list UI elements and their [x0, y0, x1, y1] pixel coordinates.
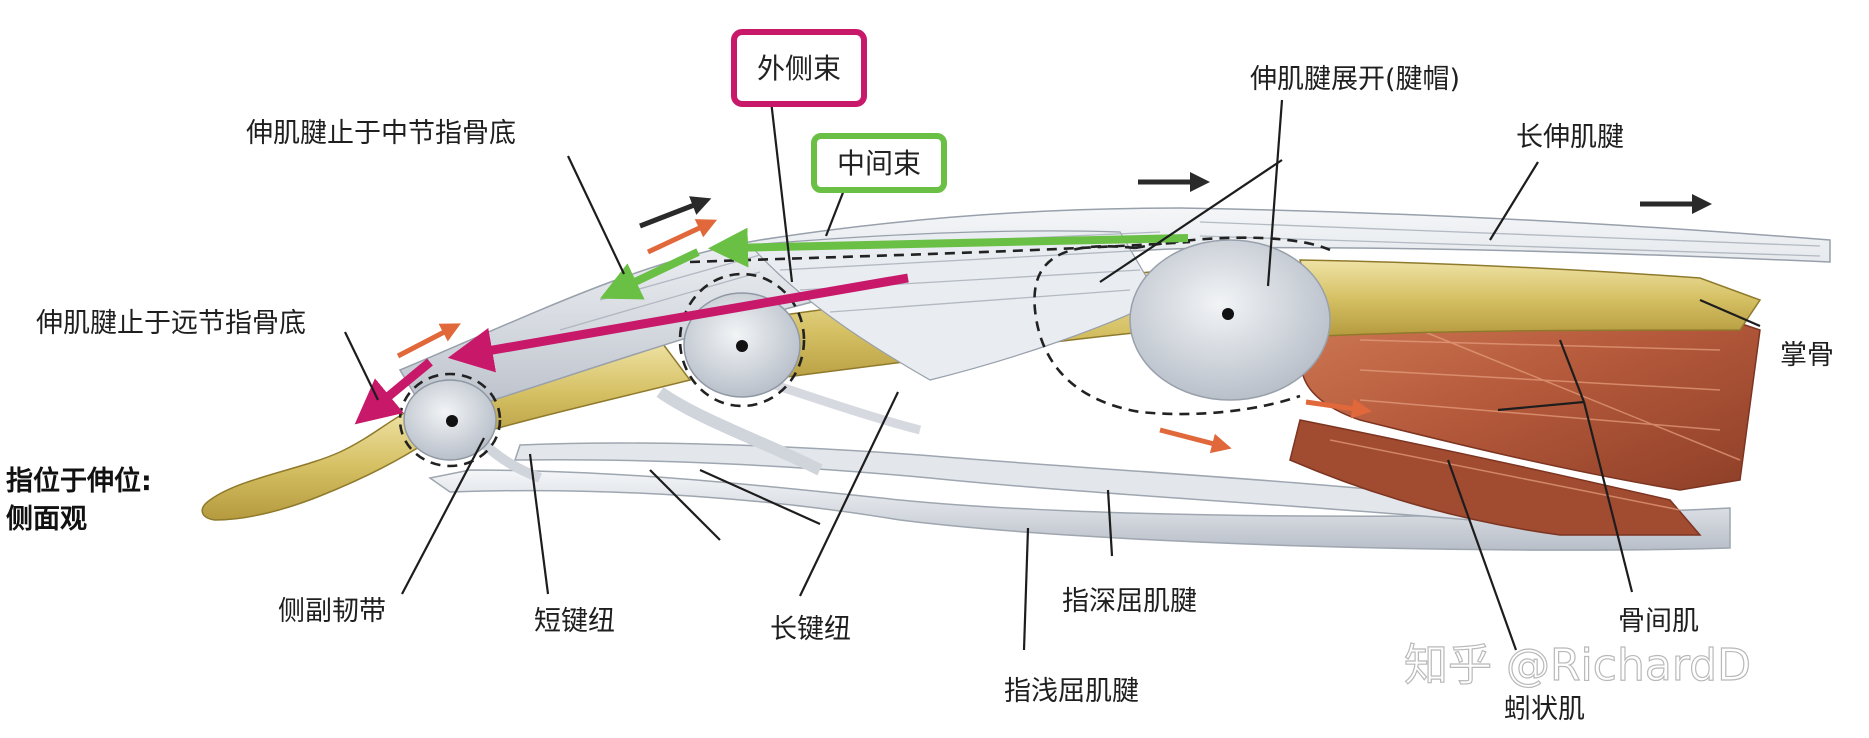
leader-lines [344, 91, 1761, 651]
central-slip-callout: 中间束 [811, 133, 947, 193]
view-label-line1: 指位于伸位: [6, 465, 152, 497]
central-slip-box [811, 133, 947, 193]
long-extensor-label: 长伸肌腱 [1516, 122, 1624, 153]
central-slip-arrow [708, 227, 1189, 268]
mcp-joint-center [1222, 308, 1234, 320]
lateral-band-label: 外侧束 [757, 52, 841, 85]
short-vinculum-label: 短键纽 [534, 606, 615, 637]
motion-arrow-orange [1305, 398, 1372, 419]
lateral-band-arrow [447, 273, 909, 373]
extensor-mechanism [398, 207, 1831, 483]
ext-insert-distal-label: 伸肌腱止于远节指骨底 [36, 308, 306, 339]
lumbrical-label: 蚓状肌 [1504, 694, 1585, 725]
annotation-arrows [354, 172, 1712, 454]
long-vinculum-label: 长键纽 [770, 614, 851, 645]
flexor-tendons [428, 442, 1731, 551]
lateral-band-insertion-arrow [354, 358, 433, 425]
motion-arrow-dark [639, 196, 712, 229]
motion-arrow-orange [646, 219, 718, 255]
fdp-label: 指深屈肌腱 [1062, 586, 1197, 617]
lateral-band-box [731, 29, 867, 107]
metacarpal-label: 掌骨 [1780, 340, 1834, 371]
central-slip-insertion-arrow [599, 248, 700, 300]
pip-dashed-outline [678, 272, 806, 408]
view-label-line2: 侧面观 [6, 504, 87, 535]
mcp-dashed-outline [1033, 245, 1301, 416]
collateral-ligament-label: 侧副韧带 [278, 596, 386, 627]
ext-insert-middle-label: 伸肌腱止于中节指骨底 [246, 118, 516, 149]
joints [398, 236, 1331, 468]
extensor-expansion-label: 伸肌腱展开(腱帽) [1250, 64, 1460, 95]
dip-joint-center [446, 415, 458, 427]
motion-arrow-orange [396, 323, 461, 359]
pip-joint-center [736, 340, 748, 352]
central-slip-label: 中间束 [837, 147, 921, 180]
dip-dashed-outline [398, 372, 502, 468]
motion-arrow-orange [1159, 427, 1232, 454]
fds-label: 指浅屈肌腱 [1004, 676, 1139, 707]
central-slip-dashed [689, 240, 1191, 264]
interosseous-label: 骨间肌 [1618, 606, 1699, 637]
watermark: 知乎 @RichardD [1404, 640, 1751, 691]
lateral-band-callout: 外侧束 [731, 29, 867, 107]
